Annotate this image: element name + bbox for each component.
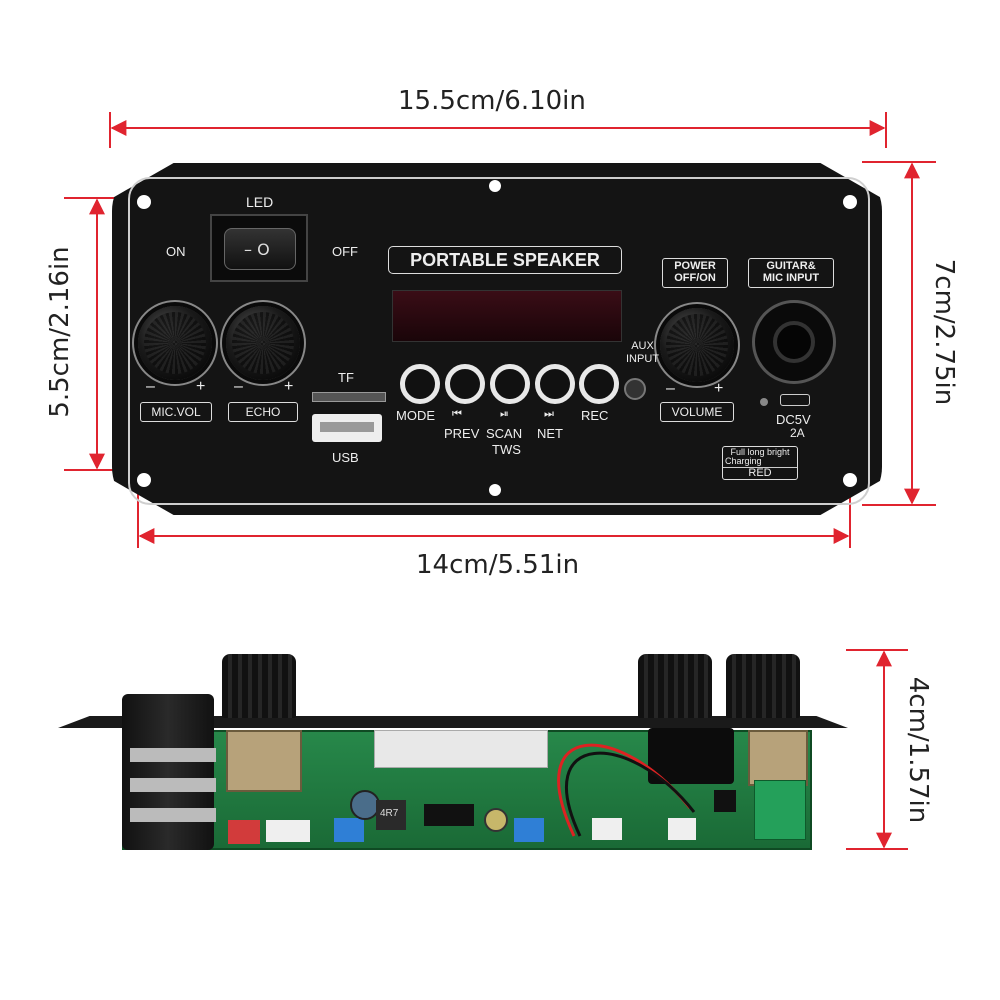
white-connector [266, 820, 310, 842]
side-knob [726, 654, 800, 718]
charging-info: Full long bright Charging RED [722, 446, 798, 480]
tws-label: TWS [492, 442, 521, 457]
on-label: ON [166, 244, 186, 259]
net-label: NET [537, 426, 563, 441]
scan-label: SCAN [486, 426, 523, 441]
scan-button[interactable] [490, 364, 530, 404]
jack-terminal [130, 808, 216, 822]
top-width-label: 15.5cm/6.10in [398, 86, 586, 116]
panel-border [128, 177, 870, 505]
mounting-hole [843, 473, 857, 487]
blue-connector [514, 818, 544, 842]
charge-led [760, 398, 768, 406]
mounting-hole [137, 473, 151, 487]
switch-symbols: – O [244, 240, 270, 259]
master-volume-knob[interactable] [660, 308, 734, 382]
led-label: LED [246, 194, 274, 210]
led-rocker-switch[interactable]: – O [210, 214, 308, 282]
blue-connector [334, 818, 364, 842]
jack-terminal [130, 778, 216, 792]
dc-amp-label: 2A [790, 426, 805, 440]
minus-label: – [234, 378, 243, 395]
next-icon: ⏭ [544, 408, 554, 420]
rec-label: REC [581, 408, 609, 423]
usb-label: USB [332, 450, 359, 465]
inductor-label: 4R7 [380, 808, 399, 819]
white-connector [592, 818, 622, 840]
minus-label: – [146, 378, 155, 395]
mounting-hole [489, 484, 501, 496]
micro-usb-port[interactable] [780, 394, 810, 406]
next-button[interactable] [535, 364, 575, 404]
prev-icon: ⏮ [452, 408, 462, 420]
play-pause-icon: ⏯ [500, 408, 509, 420]
bottom-width-label: 14cm/5.51in [416, 550, 580, 580]
side-plate [58, 716, 848, 728]
plus-label: + [714, 380, 724, 397]
panel-title: PORTABLE SPEAKER [388, 246, 622, 274]
chip [424, 804, 474, 826]
bluetooth-module [754, 780, 806, 840]
off-label: OFF [332, 244, 358, 259]
capacitor [484, 808, 508, 832]
prev-button[interactable] [445, 364, 485, 404]
switch-body [648, 728, 734, 784]
plus-label: + [284, 378, 294, 395]
potentiometer [226, 730, 302, 792]
mounting-hole [843, 195, 857, 209]
jack-terminal [130, 748, 216, 762]
volume-label: VOLUME [660, 402, 734, 422]
led-display [392, 290, 622, 342]
prev-label: PREV [444, 426, 480, 441]
mic-volume-knob[interactable] [138, 306, 212, 380]
echo-label: ECHO [228, 402, 298, 422]
guitar-jack-body [122, 694, 214, 850]
mounting-hole [489, 180, 501, 192]
dc-label: DC5V [776, 412, 811, 427]
aux-input-jack[interactable] [624, 378, 646, 400]
side-knob [638, 654, 712, 718]
display-module [374, 730, 548, 768]
echo-knob[interactable] [226, 306, 300, 380]
mode-label: MODE [396, 408, 435, 423]
tf-card-slot[interactable] [312, 392, 386, 402]
mounting-hole [137, 195, 151, 209]
mode-button[interactable] [400, 364, 440, 404]
plus-label: + [196, 378, 206, 395]
guitar-mic-jack[interactable] [752, 300, 836, 384]
side-knob [222, 654, 296, 718]
mic-vol-label: MIC.VOL [140, 402, 212, 422]
tf-label: TF [338, 370, 354, 385]
red-connector [228, 820, 260, 844]
white-connector [668, 818, 696, 840]
minus-label: – [666, 380, 675, 397]
rec-button[interactable] [579, 364, 619, 404]
inductor: 4R7 [376, 800, 406, 830]
usb-port[interactable] [312, 414, 382, 442]
chip [714, 790, 736, 812]
guitar-mic-label: GUITAR&MIC INPUT [748, 258, 834, 288]
